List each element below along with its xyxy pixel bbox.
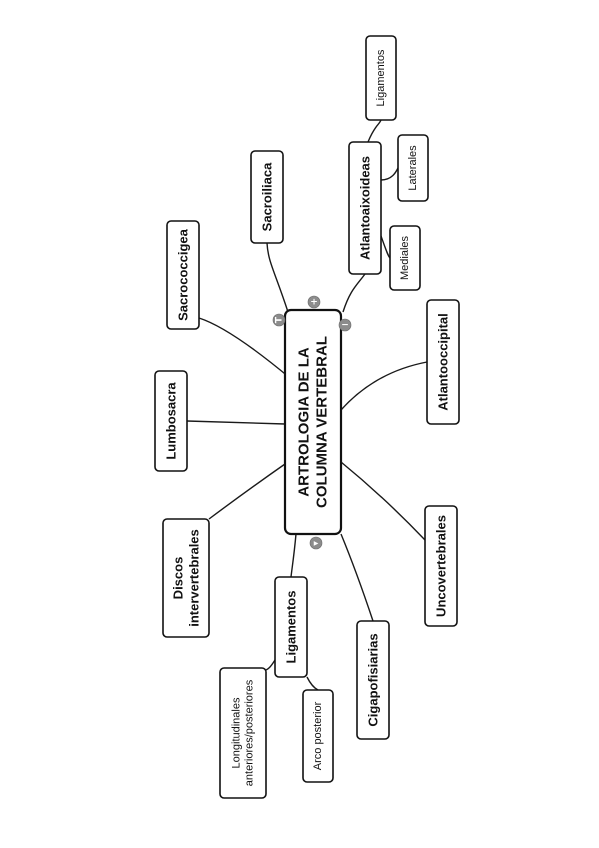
node-box bbox=[397, 134, 429, 202]
central-topic-label: COLUMNA VERTEBRAL bbox=[314, 336, 331, 508]
node-label: Longitudinales bbox=[230, 697, 242, 768]
node-box bbox=[166, 220, 200, 330]
node-box bbox=[424, 505, 458, 627]
node-atlantoaxoideas[interactable]: Atlantoaixoideas bbox=[348, 141, 382, 275]
node-lumbosacra[interactable]: Lumbosacra bbox=[154, 370, 188, 472]
connector-line bbox=[198, 317, 291, 379]
node-label: Arco posterior bbox=[312, 701, 324, 770]
node-label: anteriores/posteriores bbox=[244, 679, 256, 786]
connector-line bbox=[367, 119, 382, 143]
node-arco-posterior[interactable]: Arco posterior bbox=[302, 689, 334, 783]
minus-icon[interactable]: − bbox=[338, 318, 352, 332]
node-label: Atlantooccipital bbox=[436, 313, 451, 411]
node-label: Mediales bbox=[399, 235, 411, 280]
node-box bbox=[389, 225, 421, 291]
node-label: Lumbosacra bbox=[164, 382, 179, 460]
text-icon[interactable]: T bbox=[272, 313, 286, 327]
connector-line bbox=[340, 361, 428, 411]
node-box bbox=[154, 370, 188, 472]
node-box bbox=[426, 299, 460, 425]
node-ligamentos-atlanto[interactable]: Ligamentos bbox=[365, 35, 397, 121]
node-uncovertebrales[interactable]: Uncovertebrales bbox=[424, 505, 458, 627]
node-label: Discos bbox=[171, 557, 186, 600]
node-box bbox=[274, 576, 308, 678]
node-controls: T + − ▶ bbox=[272, 295, 352, 550]
play-icon[interactable]: ▶ bbox=[309, 536, 323, 550]
node-label: Ligamentos bbox=[284, 591, 299, 664]
connector-line bbox=[380, 167, 399, 181]
control-circle bbox=[307, 295, 321, 309]
connector-line bbox=[208, 463, 286, 520]
node-label: Sacroiliaca bbox=[260, 162, 275, 231]
connector-line bbox=[340, 461, 426, 541]
node-label: Uncovertebrales bbox=[434, 515, 449, 617]
connector-line bbox=[306, 676, 319, 691]
node-label: Sacrococcigea bbox=[176, 228, 191, 321]
node-box bbox=[302, 689, 334, 783]
control-glyph: T bbox=[275, 316, 285, 323]
control-glyph: ▶ bbox=[314, 540, 319, 547]
node-sacrococcigea[interactable]: Sacrococcigea bbox=[166, 220, 200, 330]
connector-line bbox=[290, 533, 297, 578]
node-mediales[interactable]: Mediales bbox=[389, 225, 421, 291]
node-label: Atlantoaixoideas bbox=[358, 156, 373, 260]
node-sacroiliaca[interactable]: Sacroiliaca bbox=[250, 150, 284, 244]
node-label: intervertebrales bbox=[186, 529, 201, 627]
control-glyph: + bbox=[310, 298, 318, 308]
node-box bbox=[365, 35, 397, 121]
connector-line bbox=[380, 235, 391, 259]
node-box bbox=[348, 141, 382, 275]
node-label: Laterales bbox=[407, 145, 419, 191]
node-box bbox=[162, 518, 210, 638]
node-label: Cigapofisiarias bbox=[366, 633, 381, 726]
connector-line bbox=[186, 420, 286, 425]
central-topic-box bbox=[283, 308, 343, 536]
node-laterales[interactable]: Laterales bbox=[397, 134, 429, 202]
node-atlantooccipital[interactable]: Atlantooccipital bbox=[426, 299, 460, 425]
connector-line bbox=[342, 273, 366, 313]
central-topic-label: ARTROLOGIA DE LA bbox=[296, 347, 313, 497]
node-box bbox=[356, 620, 390, 740]
node-label: Ligamentos bbox=[375, 49, 387, 106]
connector-line bbox=[265, 659, 276, 671]
connector-line bbox=[340, 533, 374, 622]
control-circle bbox=[272, 313, 286, 327]
plus-icon[interactable]: + bbox=[307, 295, 321, 309]
control-circle bbox=[338, 318, 352, 332]
node-box bbox=[219, 667, 267, 799]
node-ligamentos[interactable]: Ligamentos bbox=[274, 576, 308, 678]
node-cigapofisiarias[interactable]: Cigapofisiarias bbox=[356, 620, 390, 740]
control-glyph: − bbox=[341, 321, 349, 331]
node-box bbox=[250, 150, 284, 244]
connector-line bbox=[266, 242, 289, 313]
control-circle bbox=[309, 536, 323, 550]
